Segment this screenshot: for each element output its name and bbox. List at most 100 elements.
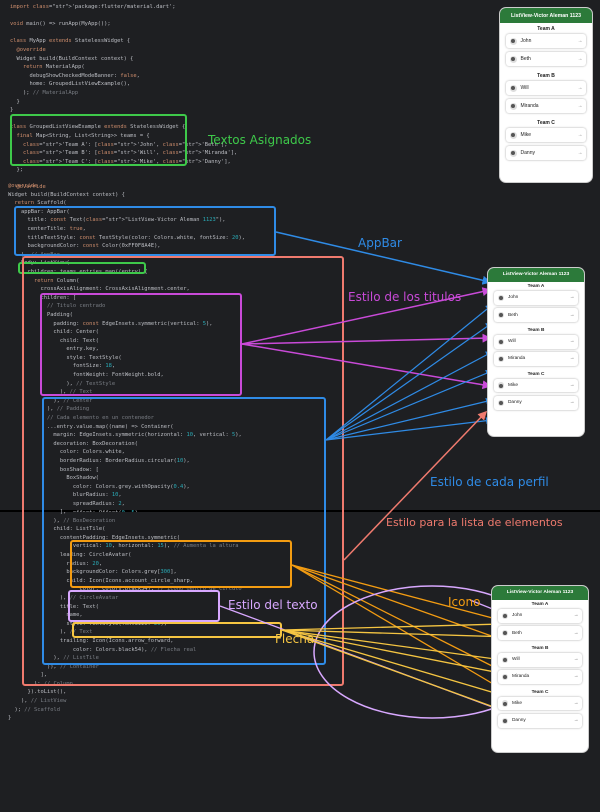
code-line: // Cada elemento en un contenedor — [46, 415, 155, 422]
code-line: children: [ — [8, 294, 77, 301]
code-line: spreadRadius: 2, — [8, 500, 125, 507]
code-line: debugShowCheckedModeBanner: false, — [10, 72, 140, 79]
member-name: Mike — [512, 701, 523, 707]
list-item[interactable]: Beth→ — [505, 52, 587, 66]
code-line: return Column( — [33, 277, 80, 284]
team-title: Team B — [527, 327, 545, 333]
list-item[interactable]: Mike → — [505, 128, 587, 142]
account-circle-icon — [509, 55, 517, 63]
list-item[interactable]: Danny → — [493, 396, 579, 410]
code-line: child: Icon(Icons.account_circle_sharp, — [8, 577, 193, 584]
code-line: ); // MaterialApp — [10, 89, 79, 96]
arrow-forward-icon: → — [577, 132, 583, 138]
member-name: John — [512, 613, 523, 619]
code-block-1: import class="str">'package:flutter/mate… — [10, 3, 237, 201]
list-item[interactable]: Miranda→ — [497, 670, 583, 684]
code-line: appBar: AppBar( — [8, 208, 70, 215]
code-line: Widget build(BuildContext context) { — [10, 55, 134, 62]
box-appbar — [14, 206, 276, 256]
code-line: class GroupedListViewExample extends Sta… — [10, 124, 186, 131]
code-line: void main() => runApp(MyApp()); — [10, 21, 111, 28]
code-line: class="str">'Team B': [class="str">'Will… — [22, 150, 238, 157]
list-item[interactable]: Beth→ — [493, 308, 579, 322]
code-line: centerTitle: true, — [8, 225, 86, 232]
code-line: ], — [8, 672, 47, 679]
list-item[interactable]: Will→ — [497, 653, 583, 667]
label-appbar: AppBar — [358, 236, 402, 250]
member-name: Will — [512, 657, 520, 663]
code-line: fontSize: 18, — [8, 363, 116, 370]
account-circle-icon — [497, 399, 505, 407]
box-entries-map — [18, 262, 146, 274]
account-circle-icon — [497, 294, 505, 302]
team-title: Team C — [531, 689, 549, 695]
list-item[interactable]: Danny→ — [505, 146, 587, 160]
account-circle-icon — [497, 355, 505, 363]
code-line: // Titulo centrado — [46, 303, 106, 310]
code-line: import class="str">'package:flutter/mate… — [10, 4, 176, 10]
code-line: color: Colors.white, — [8, 449, 125, 456]
member-name: Danny — [512, 718, 526, 724]
list-item[interactable]: Mike→ — [493, 379, 579, 393]
code-line: trailing: Icon(Icons.arrow_forward, — [8, 637, 174, 644]
arrow-forward-icon: → — [577, 56, 583, 62]
code-line: home: GroupedListViewExample(), — [10, 81, 131, 88]
code-line: borderRadius: BorderRadius.circular(10), — [8, 458, 190, 464]
list-item[interactable]: John→ — [493, 291, 579, 305]
code-line: ), // Text — [8, 389, 93, 396]
team-title: Team B — [531, 645, 549, 651]
account-circle-icon — [497, 382, 505, 390]
member-name: Mike — [508, 383, 519, 389]
list-item[interactable]: John→ — [505, 34, 587, 48]
list-item[interactable]: Will → — [505, 81, 587, 95]
list-item[interactable]: Mike→ — [497, 697, 583, 711]
account-circle-icon — [509, 149, 517, 157]
code-line: contentPadding: EdgeInsets.symmetric( — [8, 534, 181, 541]
box-estilo-perfil — [42, 397, 326, 665]
box-lista-elementos — [22, 256, 344, 686]
box-estilo-titulos — [40, 293, 242, 396]
member-name: Danny — [508, 400, 522, 406]
code-line: style: TextStyle( — [8, 354, 122, 361]
code-line: ), // Padding — [8, 406, 90, 413]
app-bar-title: ListView-Victor Aleman 1123 — [488, 268, 584, 282]
member-name: Will — [520, 85, 529, 91]
member-name: John — [508, 295, 519, 301]
box-icono — [70, 540, 292, 588]
team-title: Team A — [527, 283, 545, 289]
team-title: Team B — [537, 72, 555, 79]
box-textos-asignados — [10, 114, 187, 166]
code-line: margin: EdgeInsets.symmetric(horizontal:… — [8, 432, 242, 439]
code-line: padding: const EdgeInsets.symmetric(vert… — [8, 320, 213, 327]
arrow-forward-icon: → — [569, 400, 575, 406]
code-line: @override — [16, 46, 46, 53]
code-line: entry.key, — [8, 346, 99, 353]
member-name: Mike — [520, 132, 532, 138]
code-line: ), // BoxDecoration — [8, 517, 116, 524]
code-line: @override — [16, 184, 46, 191]
arrow-forward-icon: → — [573, 718, 579, 724]
list-item[interactable]: Miranda→ — [505, 99, 587, 113]
code-line: ...entry.value.map((name) => Container( — [8, 423, 174, 430]
arrow-forward-icon: → — [577, 103, 583, 109]
code-line: ), // ListView — [8, 698, 67, 705]
list-item[interactable]: Danny → — [497, 714, 583, 728]
arrow-forward-icon: → — [577, 85, 583, 91]
member-name: Danny — [520, 150, 535, 156]
code-line: class MyApp extends StatelessWidget { — [10, 38, 131, 45]
code-line: BoxShadow( — [8, 475, 99, 482]
account-circle-icon — [501, 717, 509, 725]
code-line: fontWeight: FontWeight.bold, — [8, 372, 164, 379]
code-line: radius: 20, — [8, 560, 103, 567]
code-line: Padding( — [8, 311, 73, 318]
list-item[interactable]: Miranda→ — [493, 352, 579, 366]
code-line: titleTextStyle: const TextStyle(color: C… — [8, 234, 245, 241]
member-name: Beth — [512, 630, 522, 636]
list-item[interactable]: Beth→ — [497, 626, 583, 640]
list-item[interactable]: Will→ — [493, 335, 579, 349]
account-circle-icon — [501, 629, 509, 637]
arrow-forward-icon: → — [573, 674, 579, 680]
list-item[interactable]: John→ — [497, 609, 583, 623]
